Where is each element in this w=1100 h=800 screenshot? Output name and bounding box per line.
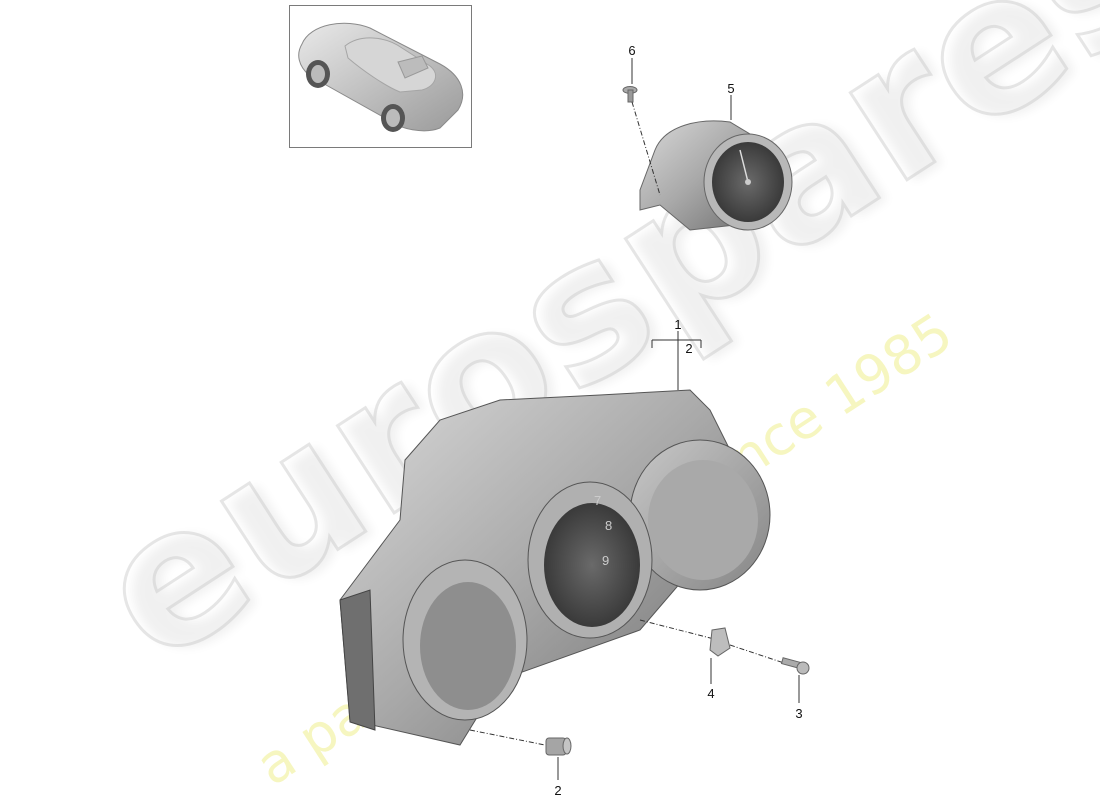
fastener-clip	[622, 86, 638, 103]
svg-text:8: 8	[605, 518, 612, 533]
clock-gauge	[639, 120, 793, 231]
knob	[545, 737, 572, 756]
callout-6[interactable]: 6	[628, 43, 636, 58]
instrument-cluster: 7 8 9	[339, 389, 771, 746]
callout-4[interactable]: 4	[707, 686, 715, 701]
callout-2[interactable]: 2	[554, 783, 562, 798]
bracket-nut	[709, 627, 731, 657]
vehicle-thumbnail	[289, 5, 472, 148]
callout-3[interactable]: 3	[795, 706, 803, 721]
svg-text:9: 9	[602, 553, 609, 568]
car-icon	[298, 22, 463, 132]
callout-2-sub[interactable]: 2	[685, 341, 693, 356]
callout-lines	[557, 58, 800, 780]
callout-1[interactable]: 1	[674, 317, 682, 332]
screw	[780, 657, 810, 675]
callout-5[interactable]: 5	[727, 81, 735, 96]
svg-text:7: 7	[594, 493, 601, 508]
